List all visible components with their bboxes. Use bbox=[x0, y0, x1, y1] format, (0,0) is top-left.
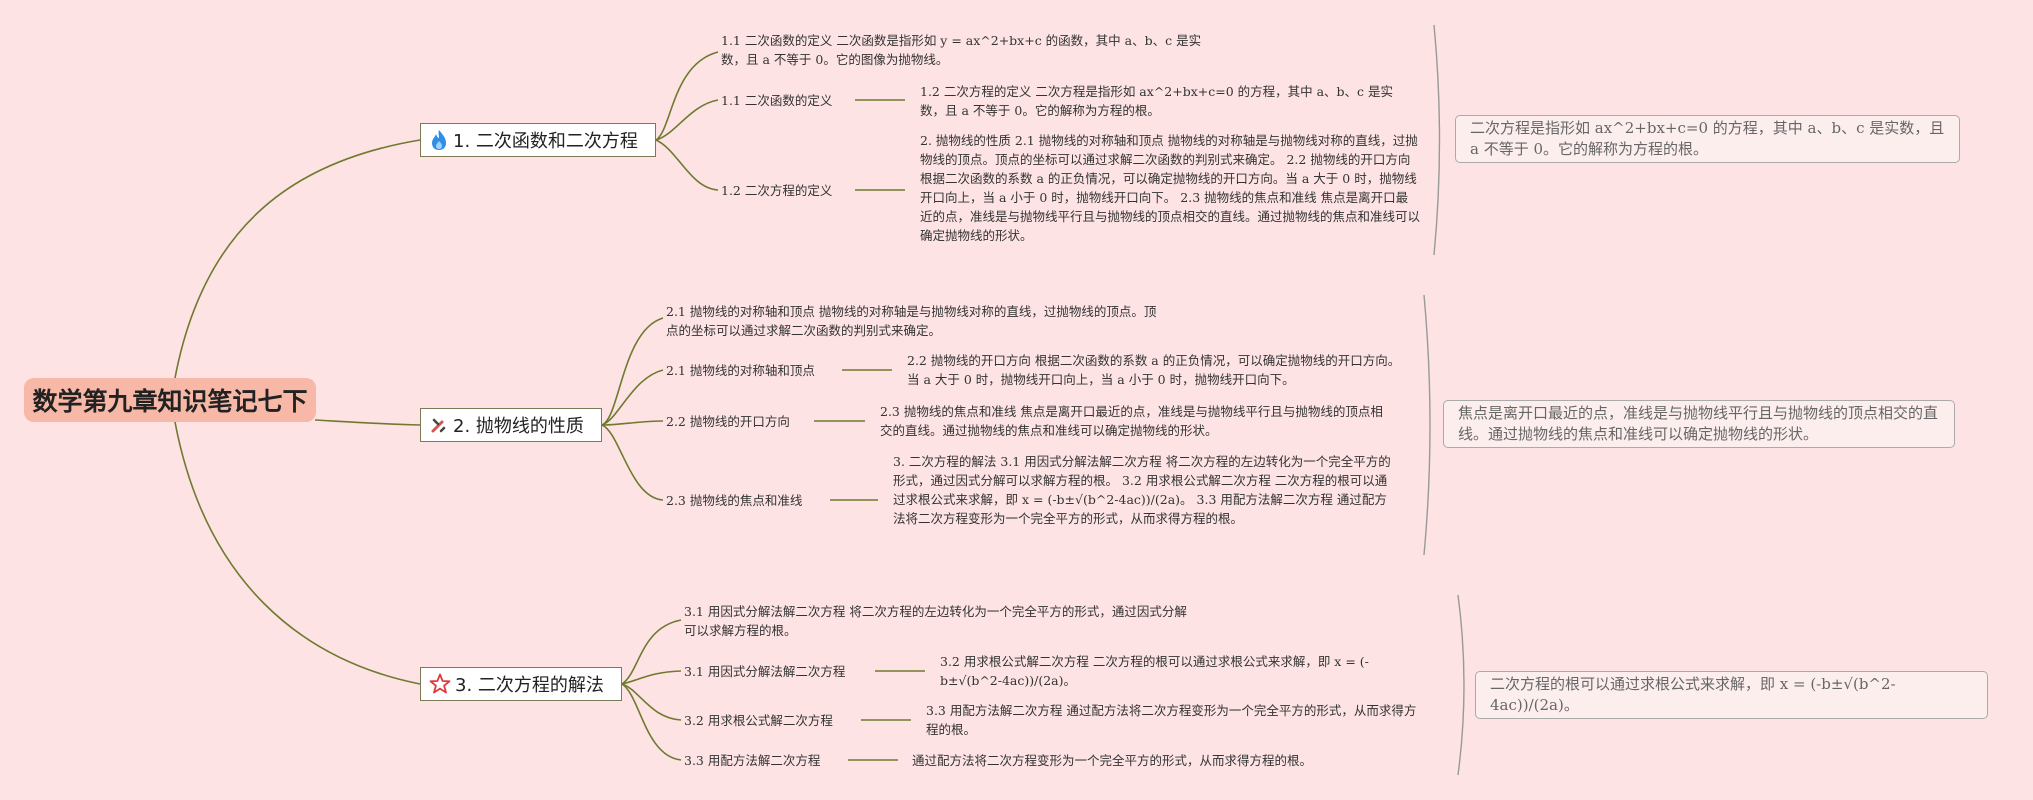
branch-3-title: 3. 二次方程的解法 bbox=[455, 675, 604, 696]
branch-1-item-1-label[interactable]: 1.1 二次函数的定义 bbox=[721, 93, 833, 108]
root-to-branch-2-connector bbox=[314, 419, 421, 426]
branch-3-item-1-detail[interactable]: 3.2 用求根公式解二次方程 二次方程的根可以通过求根公式来求解，即 x = (… bbox=[940, 654, 1369, 688]
branch-3-item-3-label[interactable]: 3.3 用配方法解二次方程 bbox=[684, 753, 821, 768]
branch-2-item-1-detail[interactable]: 2.2 抛物线的开口方向 根据二次函数的系数 a 的正负情况，可以确定抛物线的开… bbox=[907, 353, 1401, 387]
branch-2-topic[interactable]: 2. 抛物线的性质 bbox=[420, 408, 602, 442]
branch-1-item-1-detail[interactable]: 1.2 二次方程的定义 二次方程是指形如 ax^2+bx+c=0 的方程，其中 … bbox=[920, 84, 1394, 118]
branch-1-title: 1. 二次函数和二次方程 bbox=[453, 131, 638, 152]
branch-3-item-2-detail[interactable]: 3.3 用配方法解二次方程 通过配方法将二次方程变形为一个完全平方的形式，从而求… bbox=[926, 703, 1417, 737]
root-to-branch-3-connector bbox=[174, 421, 421, 685]
branch-3-item-2-label[interactable]: 3.2 用求根公式解二次方程 bbox=[684, 713, 833, 728]
summary-bracket-1 bbox=[1433, 24, 1441, 256]
summary-bracket-3 bbox=[1457, 594, 1465, 776]
branch-1-summary[interactable]: 二次方程是指形如 ax^2+bx+c=0 的方程，其中 a、b、c 是实数，且 … bbox=[1455, 115, 1960, 163]
branch-3-intro-text[interactable]: 3.1 用因式分解法解二次方程 将二次方程的左边转化为一个完全平方的形式，通过因… bbox=[684, 604, 1187, 638]
branch-1-topic[interactable]: 1. 二次函数和二次方程 bbox=[420, 123, 656, 157]
branch-2-intro-text[interactable]: 2.1 抛物线的对称轴和顶点 抛物线的对称轴是与抛物线对称的直线，过抛物线的顶点… bbox=[666, 304, 1157, 338]
fire-icon bbox=[432, 130, 446, 150]
tools-icon bbox=[431, 418, 446, 433]
branch-3-topic[interactable]: 3. 二次方程的解法 bbox=[420, 667, 622, 701]
branch-3-item-1-label[interactable]: 3.1 用因式分解法解二次方程 bbox=[684, 664, 846, 679]
star-icon bbox=[429, 673, 451, 694]
branch-2-item-1-label[interactable]: 2.1 抛物线的对称轴和顶点 bbox=[666, 363, 815, 378]
branch-2-summary[interactable]: 焦点是离开口最近的点，准线是与抛物线平行且与抛物线的顶点相交的直线。通过抛物线的… bbox=[1443, 400, 1955, 448]
branch-2-item-3-detail[interactable]: 3. 二次方程的解法 3.1 用因式分解法解二次方程 将二次方程的左边转化为一个… bbox=[893, 454, 1391, 526]
branch-3-summary[interactable]: 二次方程的根可以通过求根公式来求解，即 x = (-b±√(b^2-4ac))/… bbox=[1475, 671, 1988, 719]
summary-bracket-2 bbox=[1423, 294, 1431, 556]
branch-2-item-3-label[interactable]: 2.3 抛物线的焦点和准线 bbox=[666, 493, 803, 508]
branch-1-intro-text[interactable]: 1.1 二次函数的定义 二次函数是指形如 y = ax^2+bx+c 的函数，其… bbox=[721, 33, 1202, 67]
branch-2-item-2-detail[interactable]: 2.3 抛物线的焦点和准线 焦点是离开口最近的点，准线是与抛物线平行且与抛物线的… bbox=[880, 404, 1383, 438]
branch-1-item-2-detail[interactable]: 2. 抛物线的性质 2.1 抛物线的对称轴和顶点 抛物线的对称轴是与抛物线对称的… bbox=[920, 133, 1421, 243]
branch-2-item-2-label[interactable]: 2.2 抛物线的开口方向 bbox=[666, 414, 790, 429]
branch-3-item-3-detail[interactable]: 通过配方法将二次方程变形为一个完全平方的形式，从而求得方程的根。 bbox=[912, 753, 1313, 768]
branch-1-item-2-label[interactable]: 1.2 二次方程的定义 bbox=[721, 183, 833, 198]
branch-2-title: 2. 抛物线的性质 bbox=[453, 416, 584, 437]
root-to-branch-1-connector bbox=[174, 139, 421, 379]
root-topic[interactable]: 数学第九章知识笔记七下 bbox=[24, 378, 316, 422]
